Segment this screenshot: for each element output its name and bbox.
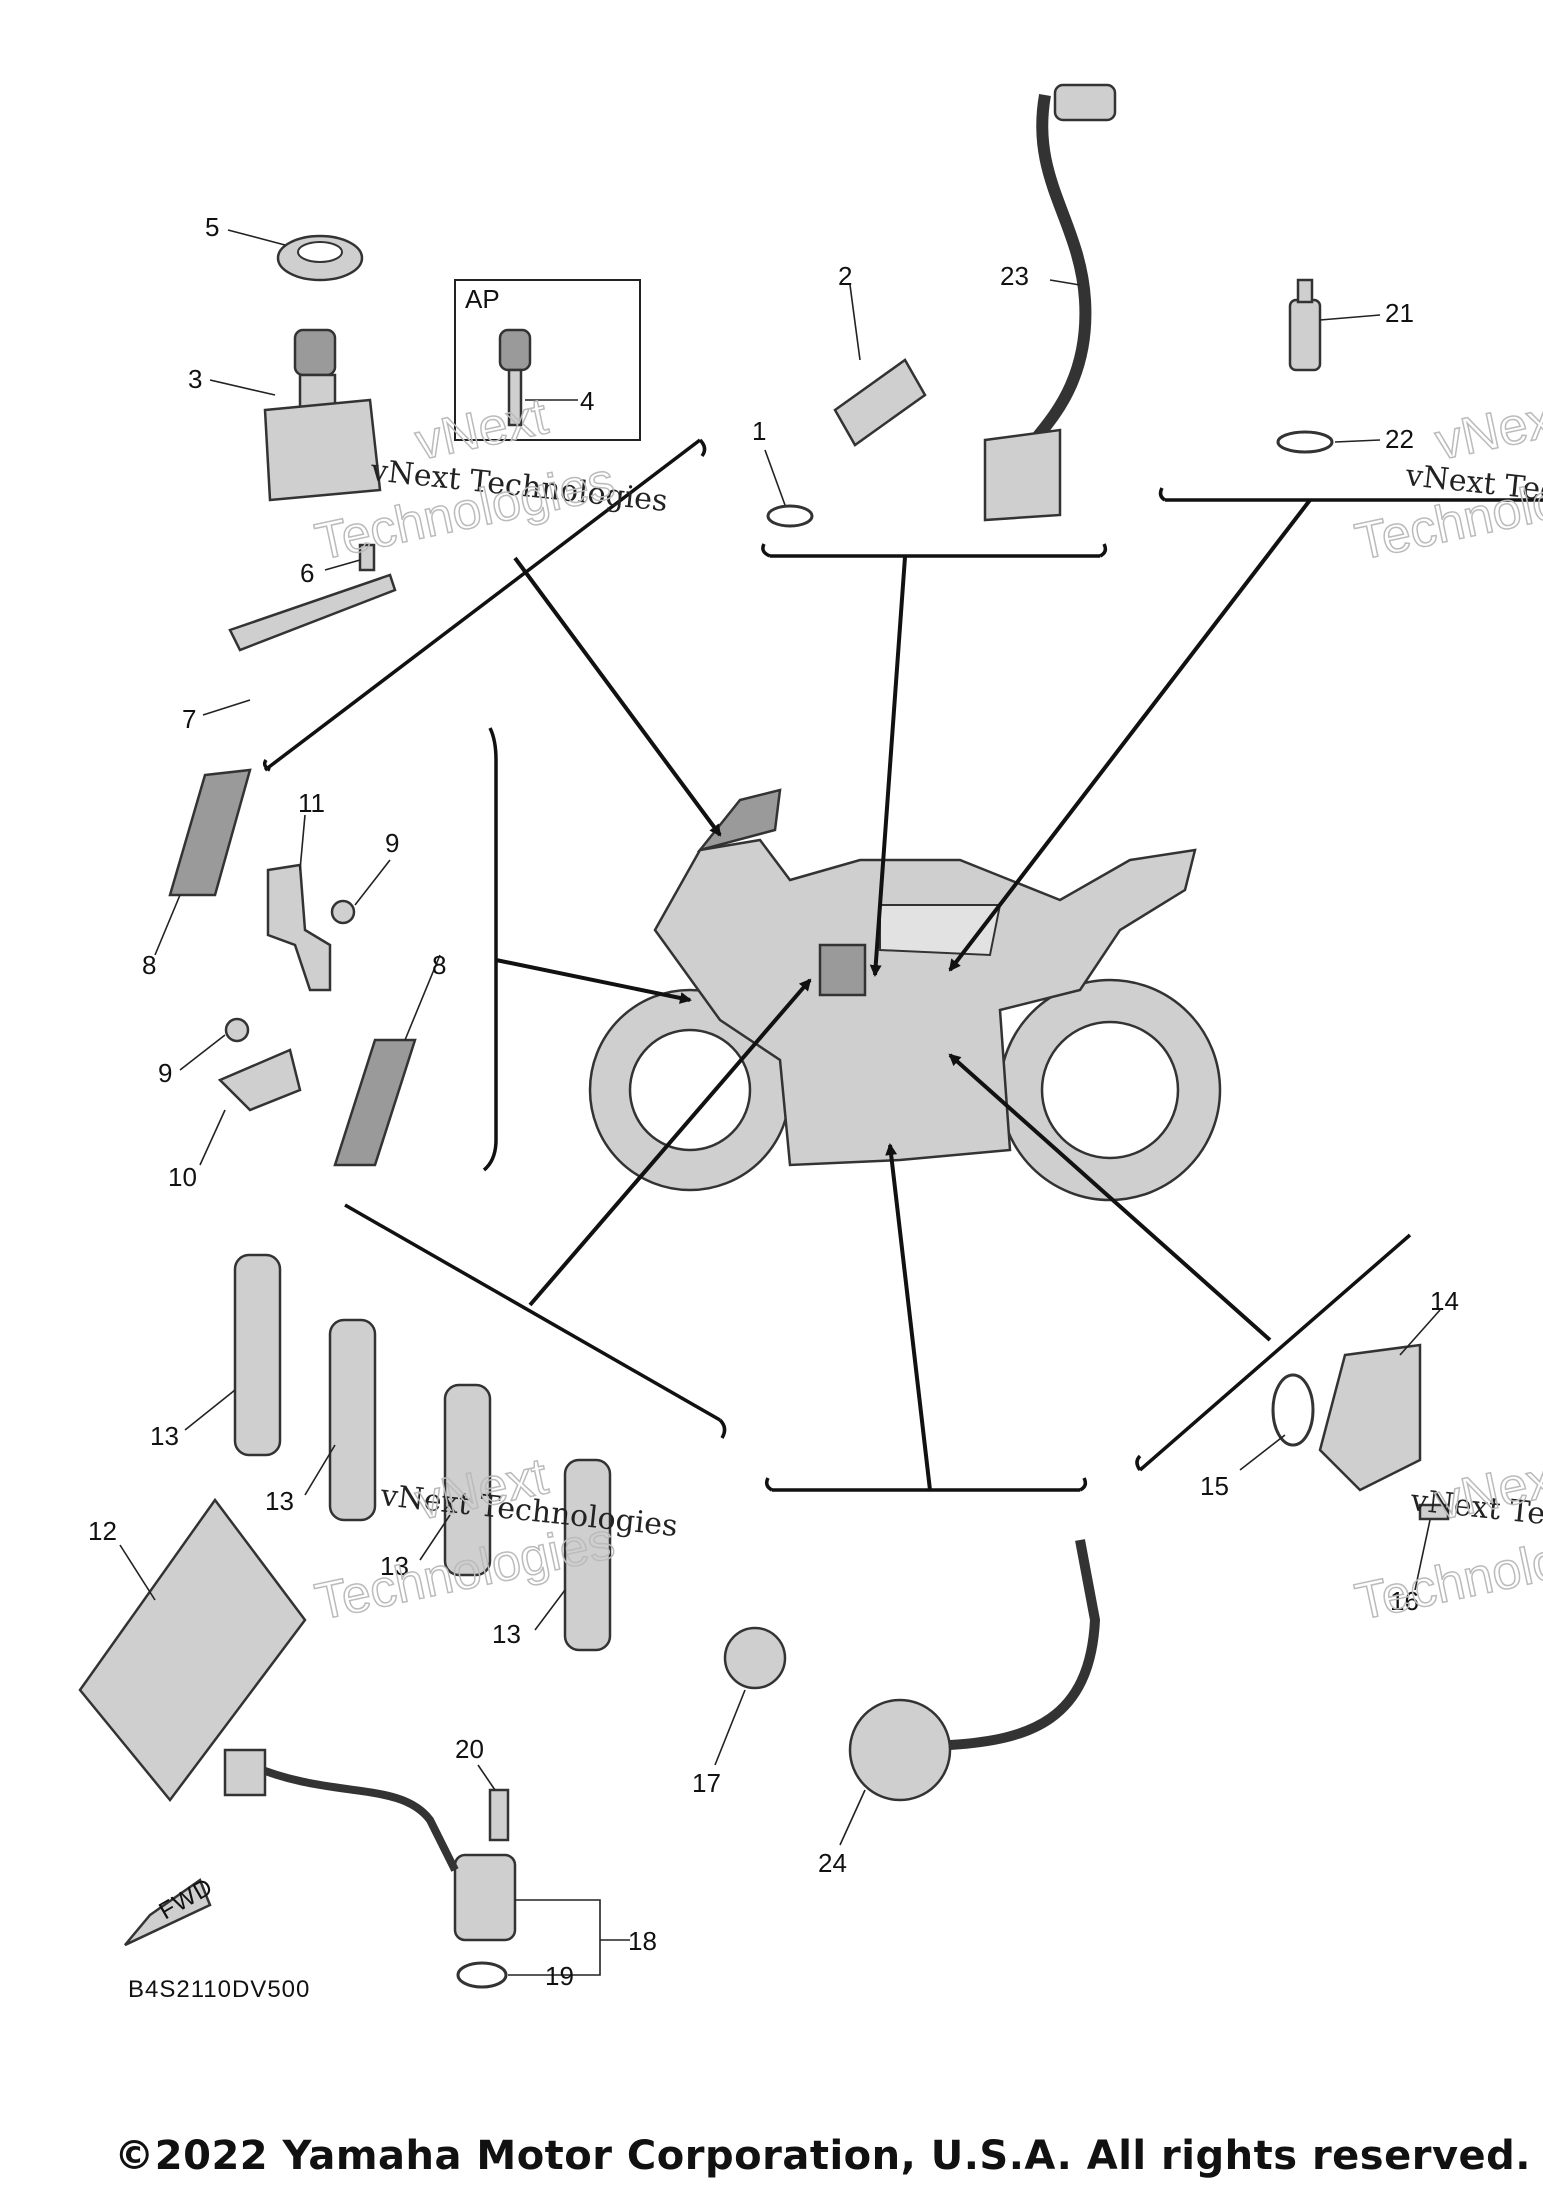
callout-8a: 8: [142, 950, 156, 980]
callout-13b: 13: [265, 1486, 294, 1516]
inset-box-ap: AP: [454, 279, 641, 441]
callout-3: 3: [188, 364, 202, 394]
callout-6: 6: [300, 558, 314, 588]
callout-numbers: 5 3 4 6 7 8 8 11 9 9 10 12 13 13 13 13 1…: [88, 212, 1459, 1991]
callout-17: 17: [692, 1768, 721, 1798]
callout-2: 2: [838, 261, 852, 291]
callout-9b: 9: [158, 1058, 172, 1088]
callout-21: 21: [1385, 298, 1414, 328]
callout-14: 14: [1430, 1286, 1459, 1316]
callout-13c: 13: [380, 1551, 409, 1581]
callout-4: 4: [580, 386, 594, 416]
callout-13a: 13: [150, 1421, 179, 1451]
callout-12: 12: [88, 1516, 117, 1546]
pointer-rays: [495, 498, 1312, 1491]
callout-8b: 8: [432, 950, 446, 980]
watermark-big-5: vNext: [1430, 387, 1543, 471]
callout-20: 20: [455, 1734, 484, 1764]
callout-23: 23: [1000, 261, 1029, 291]
copyright-notice: ©2022 Yamaha Motor Corporation, U.S.A. A…: [114, 2133, 1531, 2179]
callout-13d: 13: [492, 1619, 521, 1649]
part-shapes: [78, 83, 1450, 1989]
callout-19: 19: [545, 1961, 574, 1991]
leader-lines: [119, 229, 1441, 1976]
watermark-big-1: vNext: [410, 387, 553, 471]
callout-5: 5: [205, 212, 219, 242]
callout-10: 10: [168, 1162, 197, 1192]
section-brackets: [262, 438, 1543, 1492]
callout-7: 7: [182, 704, 196, 734]
callout-9a: 9: [385, 828, 399, 858]
inset-label: AP: [465, 284, 500, 314]
motorcycle-illustration: [588, 788, 1222, 1202]
callout-24: 24: [818, 1848, 847, 1878]
callout-18: 18: [628, 1926, 657, 1956]
diagram-code: B4S2110DV500: [128, 1976, 310, 2003]
callout-16: 16: [1390, 1586, 1419, 1616]
callout-11: 11: [298, 788, 325, 818]
callout-22: 22: [1385, 424, 1414, 454]
callout-1: 1: [752, 416, 766, 446]
callout-15: 15: [1200, 1471, 1229, 1501]
